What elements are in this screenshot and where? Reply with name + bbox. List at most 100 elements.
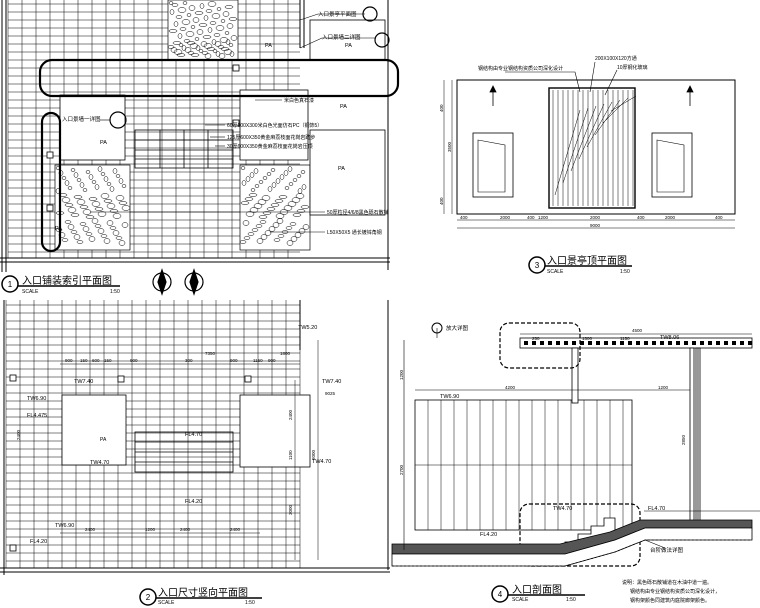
callout-label-pavilion: 入口景亭平面图 — [318, 10, 357, 18]
dim-label: 400 — [715, 215, 723, 220]
level-marks: TW8.06 TW6.90 TW4.70 FL4.70 FL4.20 — [440, 335, 679, 538]
dim-label: 1200 — [145, 527, 156, 532]
columns — [46, 64, 240, 212]
scale-label: SCALE — [158, 600, 175, 606]
wall-joints — [415, 400, 632, 530]
pa-label: PA — [55, 226, 62, 232]
leader-lines — [90, 13, 376, 233]
drawing-number: 4 — [498, 590, 503, 599]
dim-label: 400 — [637, 215, 645, 220]
glass-note: 10厚钢化玻璃 — [617, 64, 648, 71]
glass-roof — [548, 87, 636, 209]
drawing-number-circle — [139, 588, 157, 606]
level-label: TW5.20 — [298, 325, 317, 331]
pa-label: PA — [265, 43, 272, 49]
dims-top: 900 150 600 150 900 300 900 1150 900 735… — [65, 351, 291, 363]
pergola-post — [571, 347, 579, 404]
dim-label: 3000 — [288, 504, 293, 515]
dim-label: 7350 — [205, 351, 216, 356]
dim-total: 9000 — [590, 223, 601, 228]
level-label: FL4.20 — [185, 499, 202, 505]
dim-label: 1150 — [620, 336, 630, 341]
level-label: FL4.20 — [30, 539, 47, 545]
scale-value: 1:50 — [110, 289, 120, 295]
planting-area-blocks — [61, 394, 311, 468]
note-text: 30厚600X350黄金麻荔枝面花岗岩压顶 — [227, 143, 313, 150]
level-label: TW6.90 — [440, 394, 459, 400]
dim-label: 300 — [185, 358, 193, 363]
dim-label: 600 — [92, 358, 100, 363]
note-text: 60厚600X300米白色光面仿石PC（铜饰5） — [227, 122, 322, 129]
scale-value: 1:50 — [566, 597, 576, 603]
dims: 4500 4200 1200 1500 1150 2850 1200 2700 … — [399, 328, 686, 475]
plan3-title-block: 3 入口景亭顶平面图 SCALE 1:50 — [528, 254, 632, 275]
pa-label: PA — [100, 437, 107, 443]
north-arrow-icon — [152, 268, 204, 296]
level-label: TW4.70 — [553, 506, 572, 512]
drawing-number: 1 — [8, 280, 13, 289]
dims-bottom: 2400 1200 2400 2400 — [85, 527, 241, 532]
dim-label: 9025 — [325, 391, 336, 396]
dim-label: 2000 — [500, 215, 511, 220]
pa-label: PA — [338, 166, 345, 172]
gravel-area — [54, 0, 311, 251]
level-label: TW6.90 — [55, 523, 74, 529]
level-label: FL4.475 — [27, 413, 47, 419]
dim-label: 2400 — [180, 527, 191, 532]
dim-label: 1200 — [658, 385, 669, 390]
note-text: L50X50X5 通长镀锌角钢 — [327, 229, 382, 236]
scale-label: SCALE — [22, 289, 39, 295]
steel-columns — [689, 347, 701, 537]
dim-label: 4500 — [632, 328, 643, 333]
dim-label: 6000 — [311, 449, 316, 460]
level-label: TW8.06 — [660, 335, 679, 341]
level-label: FL4.20 — [480, 532, 497, 538]
drawing-number-circle — [491, 585, 509, 603]
material-notes: 米白色真石漆 60厚600X300米白色光面仿石PC（铜饰5） 125厚600X… — [227, 97, 389, 236]
level-label: FL4.70 — [648, 506, 665, 512]
dim-label: 2400 — [16, 429, 21, 440]
entrance-dimension-plan: 900 150 600 150 900 300 900 1150 900 735… — [0, 300, 390, 606]
roof-slats — [552, 90, 637, 206]
detail-callout-frame-top — [499, 322, 581, 369]
beam-perforations — [524, 341, 752, 345]
pa-label: PA — [345, 43, 352, 49]
dim-label: 1800 — [280, 351, 291, 356]
section4-title-block: 4 入口剖面图 SCALE 1:50 — [491, 583, 585, 603]
dim-label: 400 — [527, 215, 535, 220]
note-text: 125厚600X350黄金麻荔枝面花岗岩踏步 — [227, 134, 315, 141]
pa-labels: PA PA PA PA PA PA — [55, 43, 352, 232]
note-text: 50厚粒径4/6/8黑色砾石散铺 — [327, 209, 389, 216]
index-frames — [38, 58, 400, 253]
dims-side: 2400 1100 3000 6000 9025 2400 — [16, 391, 336, 515]
dimension-lines — [60, 340, 319, 560]
callout-label-wall2: 入口景墙二详图 — [322, 33, 361, 41]
dim-label: 900 — [65, 358, 73, 363]
callout-label-wall1: 入口景墙一详图 — [62, 115, 101, 123]
drawing-title: 入口剖面图 — [512, 583, 562, 596]
level-label: TW4.70 — [90, 460, 109, 466]
pa-label: PA — [340, 104, 347, 110]
columns — [9, 374, 252, 552]
wall-lines — [0, 300, 390, 575]
note-text: 米白色真石漆 — [284, 97, 314, 104]
scale-label: SCALE — [512, 597, 529, 603]
callout-label-step-detail: 台阶做法详图 — [650, 546, 684, 554]
drawing-number: 3 — [535, 261, 540, 270]
dim-label: 900 — [268, 358, 276, 363]
dim-label: 1200 — [538, 215, 549, 220]
dim-label: 2400 — [288, 409, 293, 420]
plan1-title-block: 1 入口铺装索引平面图 SCALE 1:50 — [1, 274, 120, 295]
level-label: FL4.70 — [185, 432, 202, 438]
roof-panel-right — [651, 132, 693, 198]
dim-label: 2000 — [590, 215, 601, 220]
dim-label: 150 — [80, 358, 88, 363]
note-text: 说明：黑色砾石散铺道在木油中道一遍。 — [622, 579, 712, 586]
dim-label: 400 — [439, 197, 444, 205]
dim-label: 2700 — [399, 464, 404, 475]
scale-label: SCALE — [547, 269, 564, 275]
dim-label: 1100 — [288, 450, 293, 460]
level-label: TW4.70 — [312, 459, 331, 465]
dim-label: 400 — [439, 104, 444, 112]
